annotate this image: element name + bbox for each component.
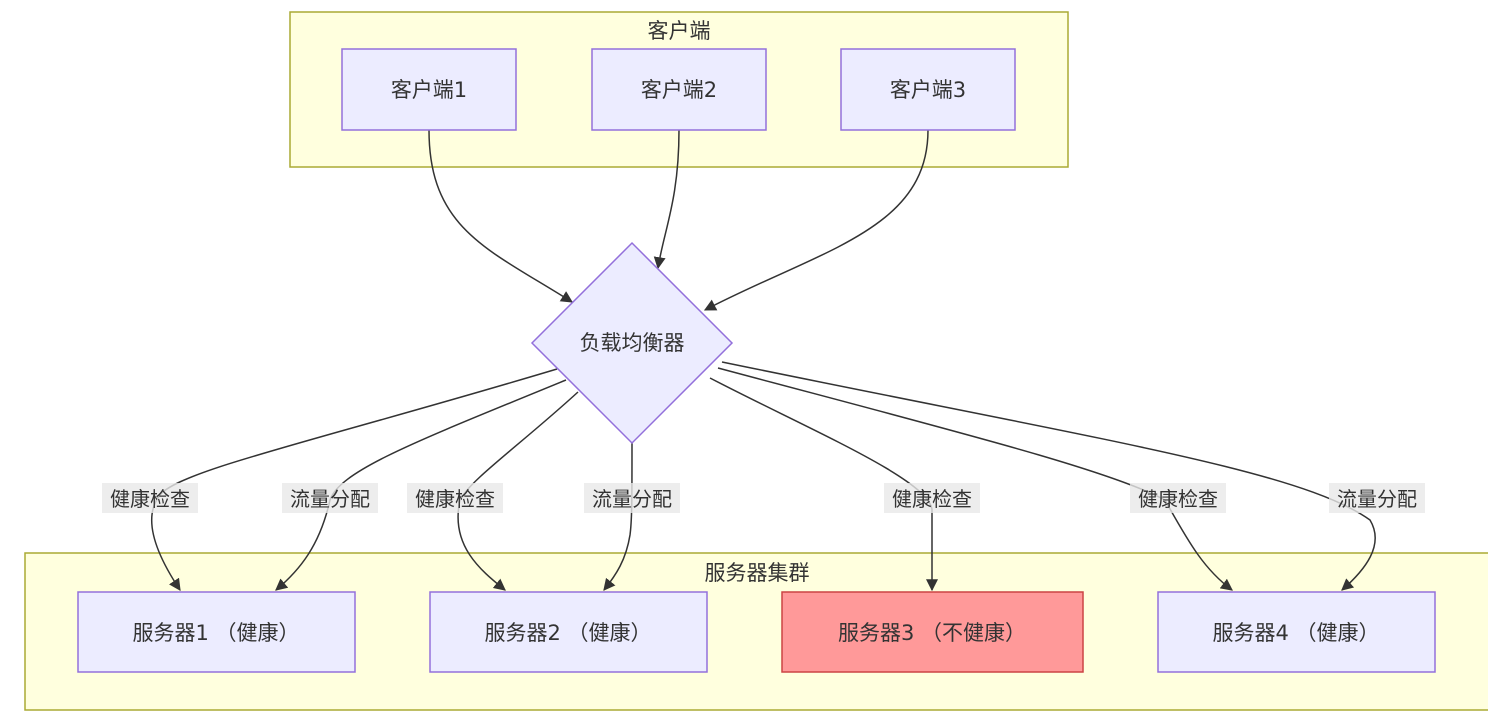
node-server3-label: 服务器3 （不健康） bbox=[838, 621, 1026, 645]
node-server4-label: 服务器4 （健康） bbox=[1212, 621, 1379, 645]
svg-text:健康检查: 健康检查 bbox=[110, 487, 190, 511]
node-server3: 服务器3 （不健康） bbox=[781, 591, 1084, 673]
edge-client1-lb bbox=[428, 129, 574, 303]
edges bbox=[151, 129, 1376, 592]
edge-label-server2-traffic: 流量分配 bbox=[584, 483, 680, 513]
edge-client2-lb bbox=[653, 129, 680, 270]
edge-label-server1-traffic: 流量分配 bbox=[282, 483, 378, 513]
node-load-balancer: 负载均衡器 bbox=[530, 241, 734, 445]
node-server1: 服务器1 （健康） bbox=[77, 591, 356, 673]
node-client2: 客户端2 bbox=[591, 48, 767, 131]
edge-label-server1-health: 健康检查 bbox=[102, 483, 198, 513]
edge-label-server4-traffic: 流量分配 bbox=[1329, 483, 1425, 513]
edge-label-server4-health: 健康检查 bbox=[1130, 483, 1226, 513]
edge-lb-server1-health bbox=[151, 368, 558, 591]
node-client3-label: 客户端3 bbox=[890, 78, 966, 102]
svg-text:流量分配: 流量分配 bbox=[592, 487, 672, 511]
edge-lb-server2-traffic bbox=[603, 441, 633, 591]
edge-lb-server4-traffic bbox=[721, 361, 1376, 591]
node-server4: 服务器4 （健康） bbox=[1157, 591, 1436, 673]
cluster-servers-label: 服务器集群 bbox=[705, 561, 810, 585]
svg-text:流量分配: 流量分配 bbox=[290, 487, 370, 511]
node-client1-label: 客户端1 bbox=[391, 78, 467, 102]
node-server2-label: 服务器2 （健康） bbox=[484, 621, 651, 645]
node-server2: 服务器2 （健康） bbox=[429, 591, 708, 673]
node-client1: 客户端1 bbox=[341, 48, 517, 131]
svg-text:流量分配: 流量分配 bbox=[1337, 487, 1417, 511]
node-client2-label: 客户端2 bbox=[641, 78, 717, 102]
edge-labels: 健康检查 流量分配 健康检查 流量分配 健康检查 健康检查 流量分配 bbox=[102, 483, 1425, 513]
node-server1-label: 服务器1 （健康） bbox=[132, 621, 299, 645]
edge-label-server2-health: 健康检查 bbox=[407, 483, 503, 513]
edge-client3-lb bbox=[703, 129, 929, 311]
edge-lb-server4-health bbox=[717, 367, 1233, 591]
svg-text:健康检查: 健康检查 bbox=[415, 487, 495, 511]
node-load-balancer-label: 负载均衡器 bbox=[580, 331, 685, 355]
node-client3: 客户端3 bbox=[840, 48, 1016, 131]
edge-label-server3-health: 健康检查 bbox=[884, 483, 980, 513]
cluster-clients-label: 客户端 bbox=[648, 19, 711, 43]
svg-text:健康检查: 健康检查 bbox=[892, 487, 972, 511]
svg-text:健康检查: 健康检查 bbox=[1138, 487, 1218, 511]
